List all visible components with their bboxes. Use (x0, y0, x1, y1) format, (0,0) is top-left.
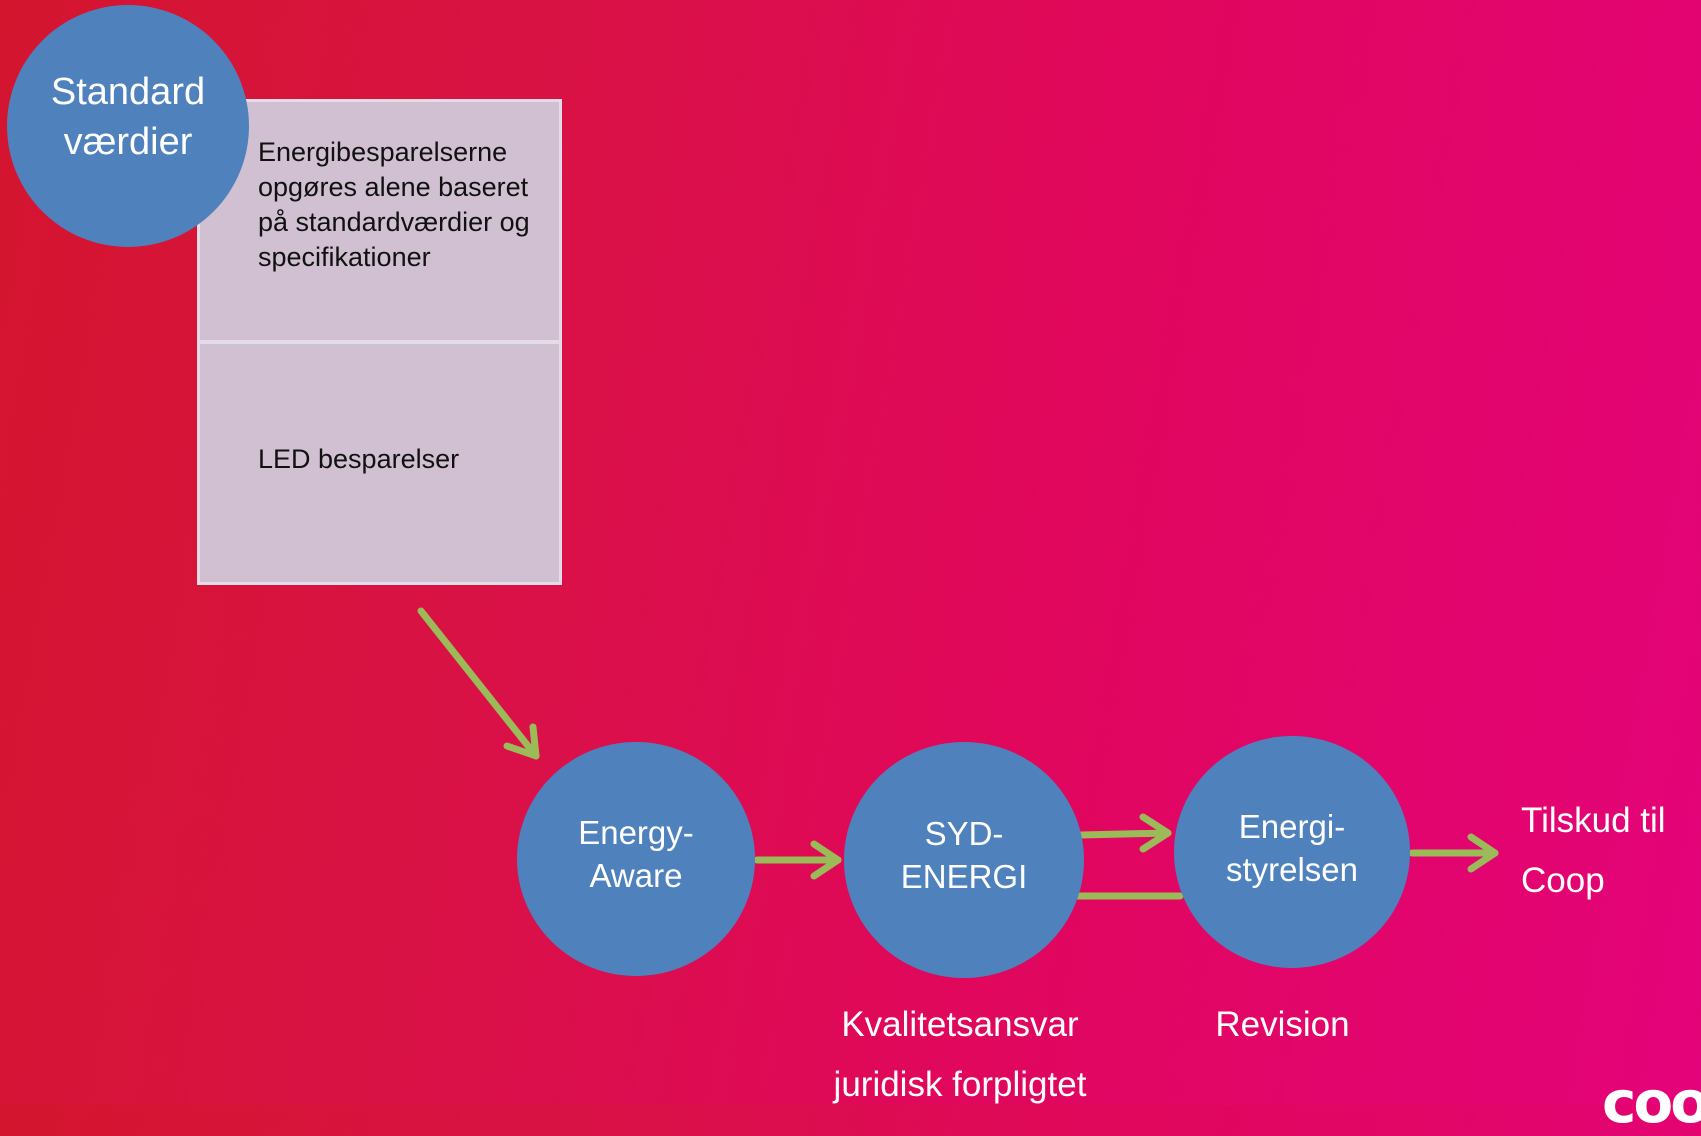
node-energistyrelsen-label: Energi- styrelsen (1225, 808, 1359, 888)
node-standard-values: Standard værdier (7, 5, 249, 247)
node-syd-energi-label: SYD- ENERGI (900, 815, 1028, 895)
node-syd-energi: SYD- ENERGI (844, 742, 1084, 978)
arrow-energistyrelsen-to-tilskud (1408, 833, 1499, 873)
textbox-section-led: LED besparelser (258, 444, 460, 474)
node-standard-values-label: Standard værdier (50, 71, 206, 163)
label-kvalitetsansvar: Kvalitetsansvar (841, 1005, 1079, 1044)
label-tilskud-line1: Tilskud til (1521, 801, 1666, 840)
node-energy-aware: Energy- Aware (517, 742, 755, 976)
arrow-textbox-to-energy-aware (417, 607, 540, 760)
node-energy-aware-label: Energy- Aware (578, 814, 694, 894)
label-revision: Revision (1215, 1005, 1350, 1044)
label-tilskud-line2: Coop (1521, 861, 1605, 900)
arrow-syd-energi-to-energistyrelsen (1078, 813, 1172, 853)
arrow-energy-aware-to-syd-energi (753, 840, 842, 880)
coop-logo: coop (1602, 1068, 1701, 1136)
node-energistyrelsen: Energi- styrelsen (1174, 736, 1410, 968)
textbox-section-description: Energibesparelserne opgøres alene basere… (258, 137, 530, 272)
diagram-canvas: Energibesparelserne opgøres alene basere… (7, 5, 1666, 1044)
label-juridisk-forpligtet: juridisk forpligtet (833, 1065, 1087, 1104)
textbox-divider (200, 340, 559, 344)
standard-values-textbox: Energibesparelserne opgøres alene basere… (197, 99, 562, 585)
